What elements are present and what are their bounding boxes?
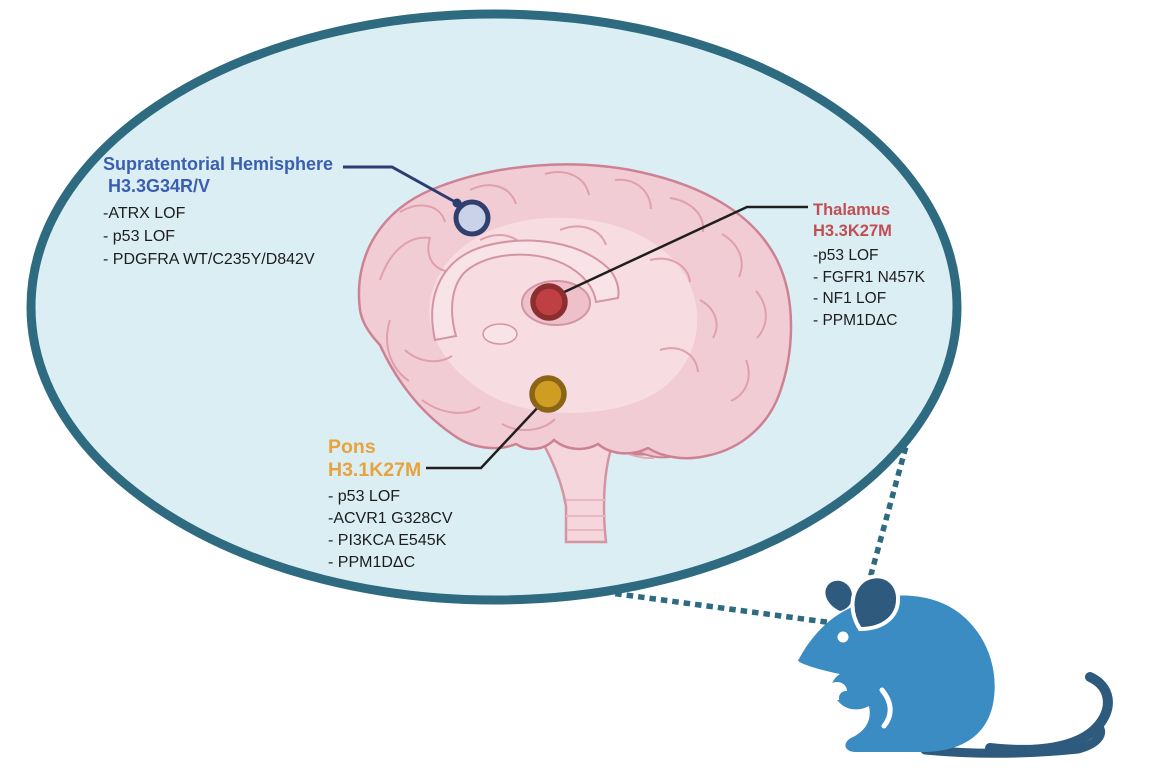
mutation-item: -p53 LOF <box>813 247 879 264</box>
mouse-ear-far <box>825 580 853 611</box>
mouse-eye <box>837 631 849 643</box>
mutation-item: - NF1 LOF <box>813 290 887 307</box>
mouse-icon <box>798 574 1113 758</box>
mouse-arm-line <box>879 687 893 729</box>
dotted-line-lower <box>614 590 830 626</box>
marker-pons <box>529 375 567 413</box>
mutation-item: - FGFR1 N457K <box>813 268 925 286</box>
leader-line-pons <box>426 404 541 470</box>
mutation-item: - PI3KCA E545K <box>328 532 447 549</box>
mouse-ear-near <box>850 574 901 632</box>
mouse-body <box>798 595 995 753</box>
mutation-item: - PDGFRA WT/C235Y/D842V <box>103 251 315 268</box>
mutation-item: -ACVR1 G328CV <box>328 510 453 527</box>
corpus-callosum <box>431 239 620 342</box>
leader-line-thalamus <box>559 205 808 296</box>
mutation-item: - p53 LOF <box>103 228 176 245</box>
region-name: Supratentorial Hemisphere <box>103 154 334 174</box>
mouse-tail-base <box>920 721 1106 758</box>
label-pons: Pons H3.1K27M - p53 LOF -ACVR1 G328CV - … <box>328 436 453 574</box>
mutation-item: - p53 LOF <box>328 488 401 505</box>
gyri-lines <box>379 171 767 431</box>
histone-mutation: H3.1K27M <box>328 459 422 481</box>
histone-mutation: H3.3G34R/V <box>108 176 211 196</box>
mutation-list: -p53 LOF - FGFR1 N457K - NF1 LOF - PPM1D… <box>813 245 925 331</box>
histone-mutation: H3.3K27M <box>813 222 892 240</box>
label-thalamus: Thalamus H3.3K27M -p53 LOF - FGFR1 N457K… <box>813 200 925 331</box>
dotted-line-upper <box>859 446 909 608</box>
spinal-cord-lines <box>566 499 606 531</box>
mutation-item: - PPM1DΔC <box>328 554 416 571</box>
mouse-tail <box>985 672 1113 755</box>
region-name: Pons <box>328 436 376 458</box>
marker-supratentorial <box>453 199 491 237</box>
mutation-list: - p53 LOF -ACVR1 G328CV - PI3KCA E545K -… <box>328 486 453 574</box>
leader-line-supratentorial <box>343 165 458 205</box>
label-supratentorial: Supratentorial Hemisphere H3.3G34R/V -AT… <box>103 153 333 271</box>
mutation-item: - PPM1DΔC <box>813 311 898 329</box>
mouse-paw <box>839 691 853 705</box>
region-name: Thalamus <box>813 201 891 219</box>
marker-thalamus <box>530 283 568 321</box>
fornix-region <box>482 323 518 345</box>
mutation-item: -ATRX LOF <box>103 205 186 222</box>
callout-dotted-lines <box>614 446 909 626</box>
mutation-list: -ATRX LOF - p53 LOF - PDGFRA WT/C235Y/D8… <box>103 202 333 271</box>
